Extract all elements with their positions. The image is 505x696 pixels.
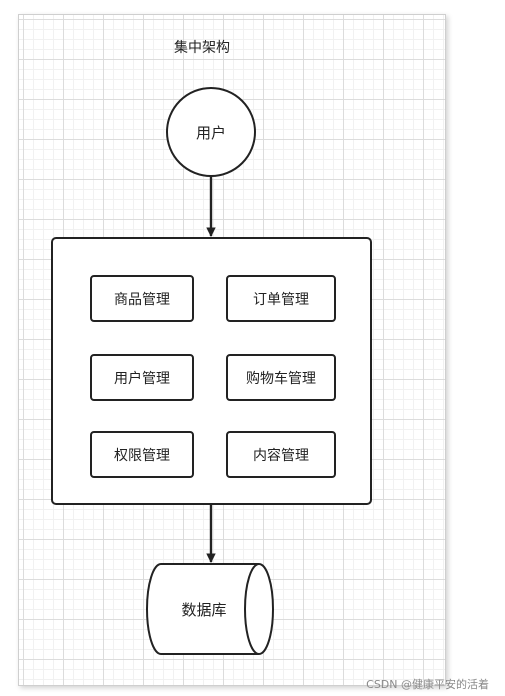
- module-box: 权限管理: [90, 431, 194, 478]
- module-box: 商品管理: [90, 275, 194, 322]
- module-box: 订单管理: [226, 275, 336, 322]
- module-box: 内容管理: [226, 431, 336, 478]
- module-label: 购物车管理: [246, 370, 316, 387]
- user-node: 用户: [166, 87, 256, 177]
- module-label: 权限管理: [114, 448, 170, 464]
- module-label: 用户管理: [114, 370, 170, 387]
- user-node-label: 用户: [196, 124, 226, 142]
- module-box: 用户管理: [90, 354, 194, 401]
- module-box: 购物车管理: [226, 354, 336, 401]
- module-label: 商品管理: [114, 292, 170, 308]
- diagram-title: 集中架构: [174, 39, 230, 56]
- watermark: CSDN @健康平安的活着: [366, 678, 489, 691]
- database-node: 数据库: [146, 563, 274, 655]
- database-label: 数据库: [181, 601, 226, 619]
- module-label: 订单管理: [253, 292, 309, 308]
- module-label: 内容管理: [253, 447, 309, 464]
